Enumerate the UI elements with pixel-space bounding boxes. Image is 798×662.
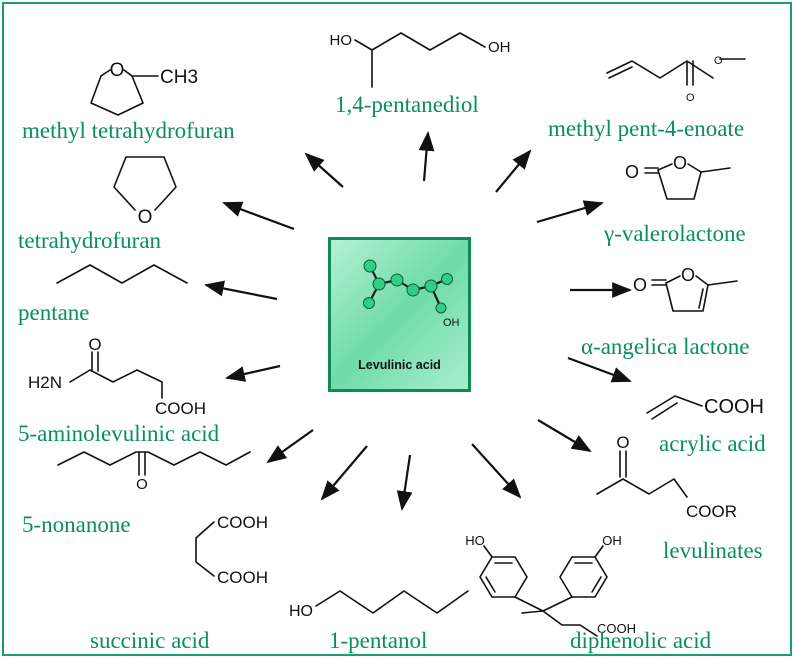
- structure-5-aminolevulinic-acid: H2N O COOH: [28, 335, 206, 418]
- atom-label: O: [673, 153, 687, 173]
- structure-methyl-pent-4-enoate: O O: [606, 55, 746, 104]
- arrow-to-methyl-pent-4-enoate: [495, 149, 532, 193]
- atom-label: O: [136, 476, 148, 493]
- label-pentane: pentane: [18, 300, 90, 325]
- atom-label: OH: [602, 533, 622, 548]
- arrow-to-5-aminolevulinic-acid: [225, 364, 281, 382]
- arrow-to-succinic-acid: [320, 445, 368, 501]
- structure-pentane: [56, 264, 188, 284]
- label-methyl-tetrahydrofuran: methyl tetrahydrofuran: [22, 118, 235, 143]
- atom-label: HO: [465, 533, 485, 548]
- diagram-border: [2, 2, 792, 656]
- label-1-4-pentanediol: 1,4-pentanediol: [335, 92, 479, 117]
- structure-gamma-valerolactone: O O: [625, 153, 731, 200]
- atom-label: COOH: [155, 399, 206, 418]
- arrow-to-diphenolic-acid: [471, 443, 522, 499]
- label-levulinates: levulinates: [663, 538, 763, 563]
- label-alpha-angelica-lactone: α-angelica lactone: [581, 334, 750, 359]
- atom-label: O: [110, 60, 125, 81]
- arrow-to-acrylic-acid: [567, 356, 632, 383]
- structure-methyl-tetrahydrofuran: O CH3: [90, 60, 198, 116]
- arrow-to-pentane: [204, 280, 278, 301]
- arrow-to-tetrahydrofuran: [222, 201, 295, 231]
- atom-label: COOR: [686, 502, 737, 521]
- label-gamma-valerolactone: γ-valerolactone: [604, 221, 746, 246]
- label-diphenolic-acid: diphenolic acid: [570, 628, 712, 653]
- atom-label: COOH: [217, 513, 268, 532]
- label-succinic-acid: succinic acid: [90, 628, 210, 653]
- atom-label: H2N: [28, 373, 62, 392]
- hydroxyl-label: OH: [443, 317, 460, 329]
- atom-label: O: [88, 335, 101, 354]
- label-5-aminolevulinic-acid: 5-aminolevulinic acid: [18, 421, 220, 446]
- arrow-to-methyl-tetrahydrofuran: [304, 152, 344, 188]
- atom-label: O: [633, 275, 647, 295]
- atom-label: HO: [330, 32, 353, 49]
- levulinic-acid-ball-and-stick: OH: [363, 259, 460, 329]
- atom-label: CH3: [160, 67, 198, 88]
- structure-alpha-angelica-lactone: O O: [633, 265, 738, 312]
- arrow-to-levulinates: [537, 419, 592, 453]
- structure-levulinates: O COOR: [596, 433, 737, 521]
- atom-label: COOH: [704, 396, 764, 418]
- label-methyl-pent-4-enoate: methyl pent-4-enoate: [548, 116, 745, 141]
- atom-label: O: [616, 433, 629, 452]
- atom-label: COOH: [597, 621, 636, 636]
- atom-label: O: [714, 55, 723, 67]
- atom-label: HO: [289, 603, 313, 620]
- atom-label: OH: [488, 39, 511, 56]
- label-1-pentanol: 1-pentanol: [329, 628, 428, 653]
- levulinic-acid-box: OH Levulinic acid: [328, 237, 471, 392]
- structure-1-4-pentanediol: HO OH: [330, 32, 511, 88]
- atom-label: O: [138, 207, 153, 228]
- center-label: Levulinic acid: [358, 358, 441, 372]
- structure-succinic-acid: COOH COOH: [195, 513, 268, 587]
- structure-acrylic-acid: COOH: [646, 395, 764, 420]
- atom-label: COOH: [217, 568, 268, 587]
- atom-label: O: [625, 162, 639, 182]
- structure-5-nonanone: O: [57, 451, 251, 493]
- label-tetrahydrofuran: tetrahydrofuran: [18, 228, 162, 253]
- arrow-to-1-pentanol: [396, 454, 413, 511]
- atom-label: O: [686, 92, 695, 104]
- reaction-arrows: [204, 131, 632, 511]
- arrow-to-gamma-valerolactone: [536, 200, 604, 224]
- structure-1-pentanol: HO: [289, 590, 469, 620]
- label-5-nonanone: 5-nonanone: [22, 512, 131, 537]
- structure-diphenolic-acid: HO OH COOH: [465, 533, 636, 637]
- label-acrylic-acid: acrylic acid: [659, 431, 766, 456]
- atom-label: O: [681, 265, 695, 285]
- structure-tetrahydrofuran: O: [113, 156, 177, 228]
- arrow-to-1-4-pentanediol: [418, 131, 435, 182]
- arrow-to-5-nonanone: [266, 429, 314, 464]
